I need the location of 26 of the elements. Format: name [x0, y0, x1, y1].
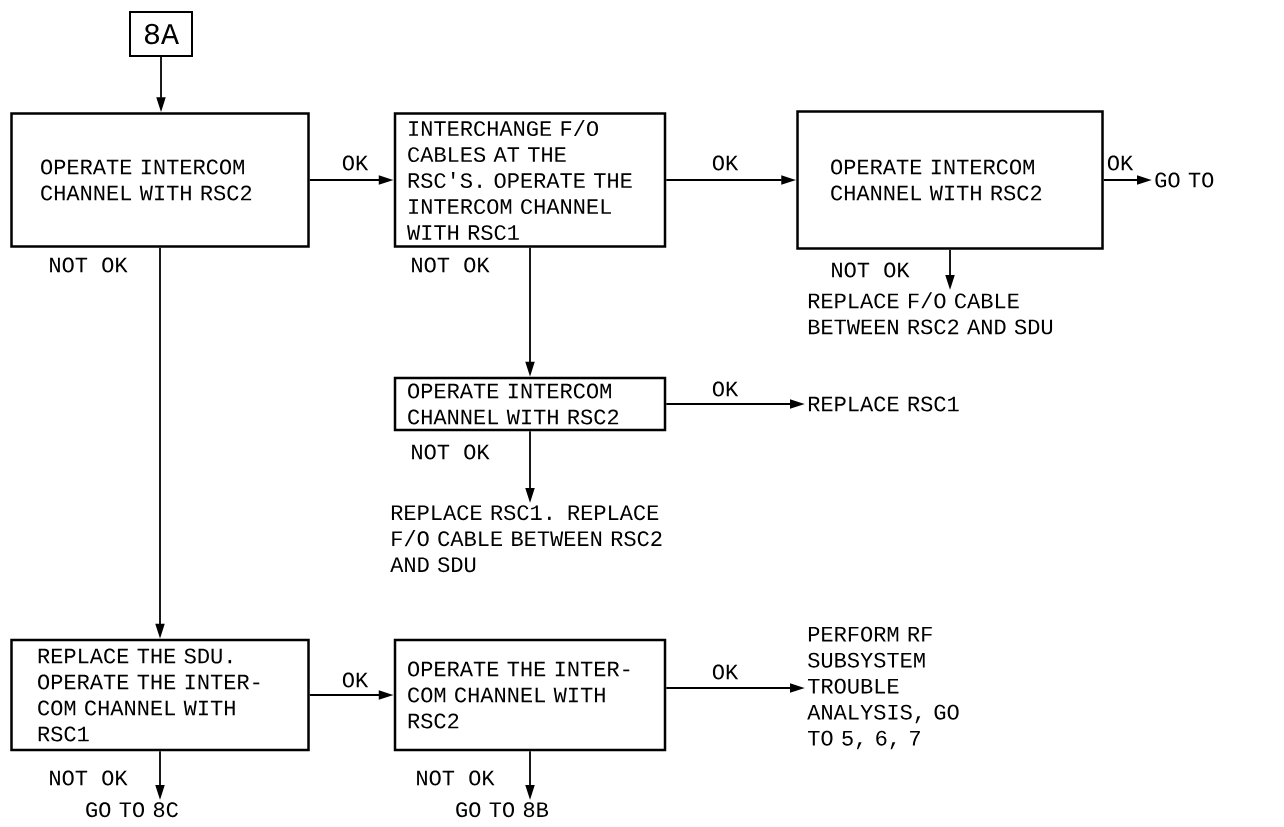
- process-box: OPERATE THE INTER- COM CHANNEL WITH RSC2: [393, 638, 667, 752]
- action-text: GO TO: [1155, 172, 1214, 188]
- action-text: GO TO 8B: [456, 802, 549, 818]
- edge-label: OK: [710, 154, 740, 172]
- process-box: OPERATE INTERCOM CHANNEL WITH RSC2: [393, 376, 667, 432]
- reference-box: 8A: [129, 11, 193, 57]
- edge-label: NOT OK: [47, 256, 129, 274]
- action-text: GO TO 8C: [86, 802, 178, 818]
- edge-label: OK: [340, 154, 370, 172]
- action-text: REPLACE RSC1. REPLACE F/O CABLE BETWEEN RSC2 AND SDU: [390, 505, 662, 573]
- edge-label: OK: [1105, 154, 1135, 172]
- edge-label: OK: [710, 663, 740, 681]
- edge-label: OK: [710, 380, 740, 398]
- edge-label: NOT OK: [409, 256, 491, 274]
- edge-label: NOT OK: [409, 443, 491, 461]
- process-box: INTERCHANGE F/O CABLES AT THE RSC'S. OPERATE THE INTERCOM CHANNEL WITH RSC1: [393, 112, 667, 248]
- process-box: OPERATE INTERCOM CHANNEL WITH RSC2: [796, 110, 1104, 250]
- action-text: PERFORM RF SUBSYSTEM TROUBLE ANALYSIS, GO TO 5, 6, 7: [807, 626, 959, 750]
- edge-label: NOT OK: [414, 769, 496, 787]
- action-text: REPLACE RSC1: [808, 396, 959, 412]
- process-box: OPERATE INTERCOM CHANNEL WITH RSC2: [10, 112, 310, 248]
- edge-label: NOT OK: [47, 769, 129, 787]
- edge-label: OK: [340, 671, 370, 689]
- process-box: REPLACE THE SDU. OPERATE THE INTER- COM CHANNEL WITH RSC1: [10, 638, 310, 752]
- action-text: REPLACE F/O CABLE BETWEEN RSC2 AND SDU: [808, 292, 1053, 335]
- edge-label: NOT OK: [829, 261, 911, 279]
